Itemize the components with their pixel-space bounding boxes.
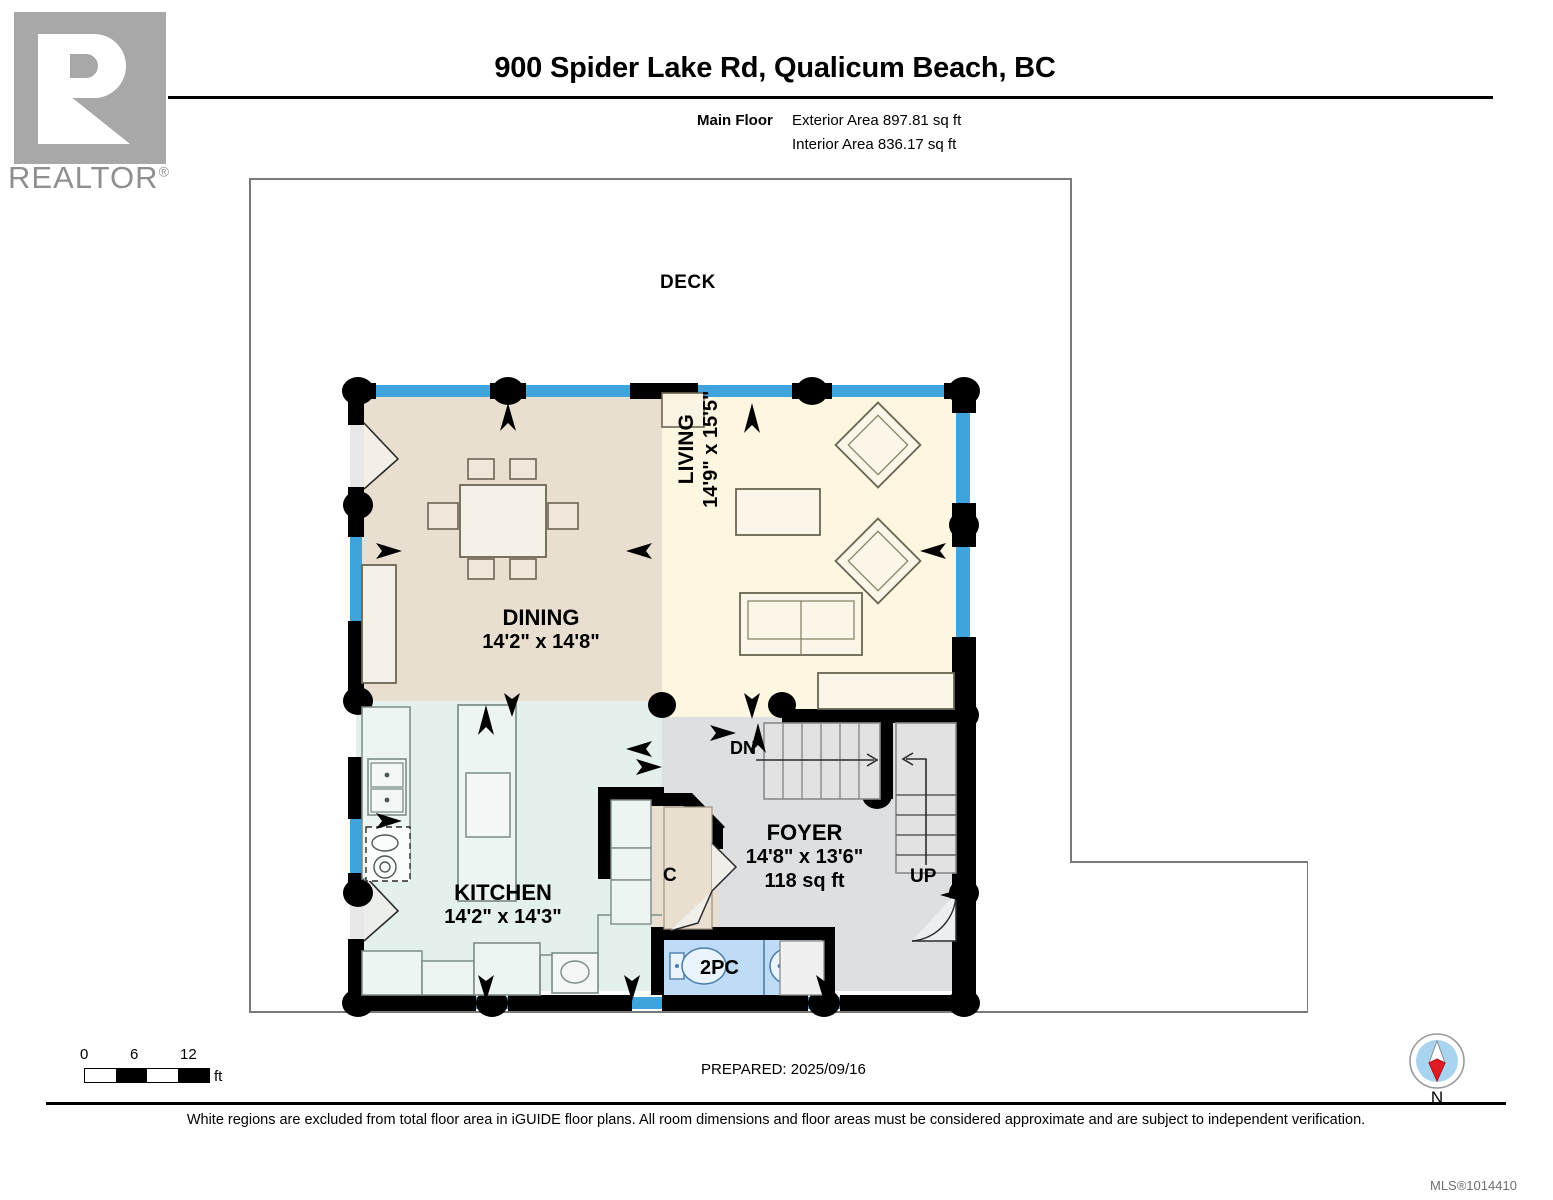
room-label-kitchen: KITCHEN 14'2" x 14'3"	[383, 880, 623, 930]
living-name: LIVING	[674, 414, 698, 485]
kitchen-dimensions: 14'2" x 14'3"	[444, 905, 562, 928]
title-divider	[168, 96, 1493, 99]
scale-tick-0: 0	[80, 1046, 89, 1063]
footer-divider	[46, 1102, 1506, 1105]
kitchen-name: KITCHEN	[454, 880, 552, 905]
disclaimer-text: White regions are excluded from total fl…	[186, 1112, 1366, 1128]
foyer-name: FOYER	[766, 820, 843, 845]
realtor-wordmark: REALTOR®	[8, 160, 188, 196]
foyer-dimensions: 14'8" x 13'6"	[745, 845, 864, 868]
registered-mark: ®	[158, 163, 170, 180]
dining-dimensions: 14'2" x 14'8"	[482, 630, 600, 653]
prepared-date: PREPARED: 2025/09/16	[701, 1061, 866, 1078]
room-label-living: LIVING 14'9" x 15'5"	[675, 369, 723, 529]
room-label-foyer: FOYER 14'8" x 13'6" 118 sq ft	[682, 820, 927, 893]
exterior-area-text: Exterior Area 897.81 sq ft	[792, 112, 962, 129]
room-label-closet: C	[663, 865, 677, 886]
compass-rose-icon: N	[1408, 1032, 1466, 1107]
interior-area-text: Interior Area 836.17 sq ft	[792, 136, 957, 153]
room-label-dining: DINING 14'2" x 14'8"	[421, 605, 661, 655]
realtor-word-text: REALTOR	[8, 160, 159, 195]
scale-bar: 0 6 12 ft	[80, 1046, 280, 1094]
stairs-up-label: UP	[910, 866, 937, 887]
deck-label: DECK	[660, 272, 716, 293]
mls-number: MLS®1014410	[1430, 1178, 1517, 1193]
page-title: 900 Spider Lake Rd, Qualicum Beach, BC	[494, 52, 1056, 84]
foyer-area: 118 sq ft	[764, 869, 845, 892]
floor-label: Main Floor	[697, 112, 773, 129]
floor-plan-drawing	[340, 375, 1000, 1020]
compass-north-label: N	[1430, 1088, 1444, 1107]
realtor-logo: REALTOR®	[8, 8, 188, 198]
living-dimensions: 14'9" x 15'5"	[699, 390, 722, 508]
scale-tick-6: 6	[130, 1046, 139, 1063]
realtor-r-mark-icon	[14, 12, 166, 164]
room-label-2pc-bath: 2PC	[700, 957, 739, 979]
dining-name: DINING	[502, 605, 580, 630]
scale-unit: ft	[214, 1068, 223, 1085]
stairs-down-label: DN	[730, 738, 756, 758]
scale-bar-track	[84, 1068, 210, 1083]
scale-tick-12: 12	[180, 1046, 197, 1063]
